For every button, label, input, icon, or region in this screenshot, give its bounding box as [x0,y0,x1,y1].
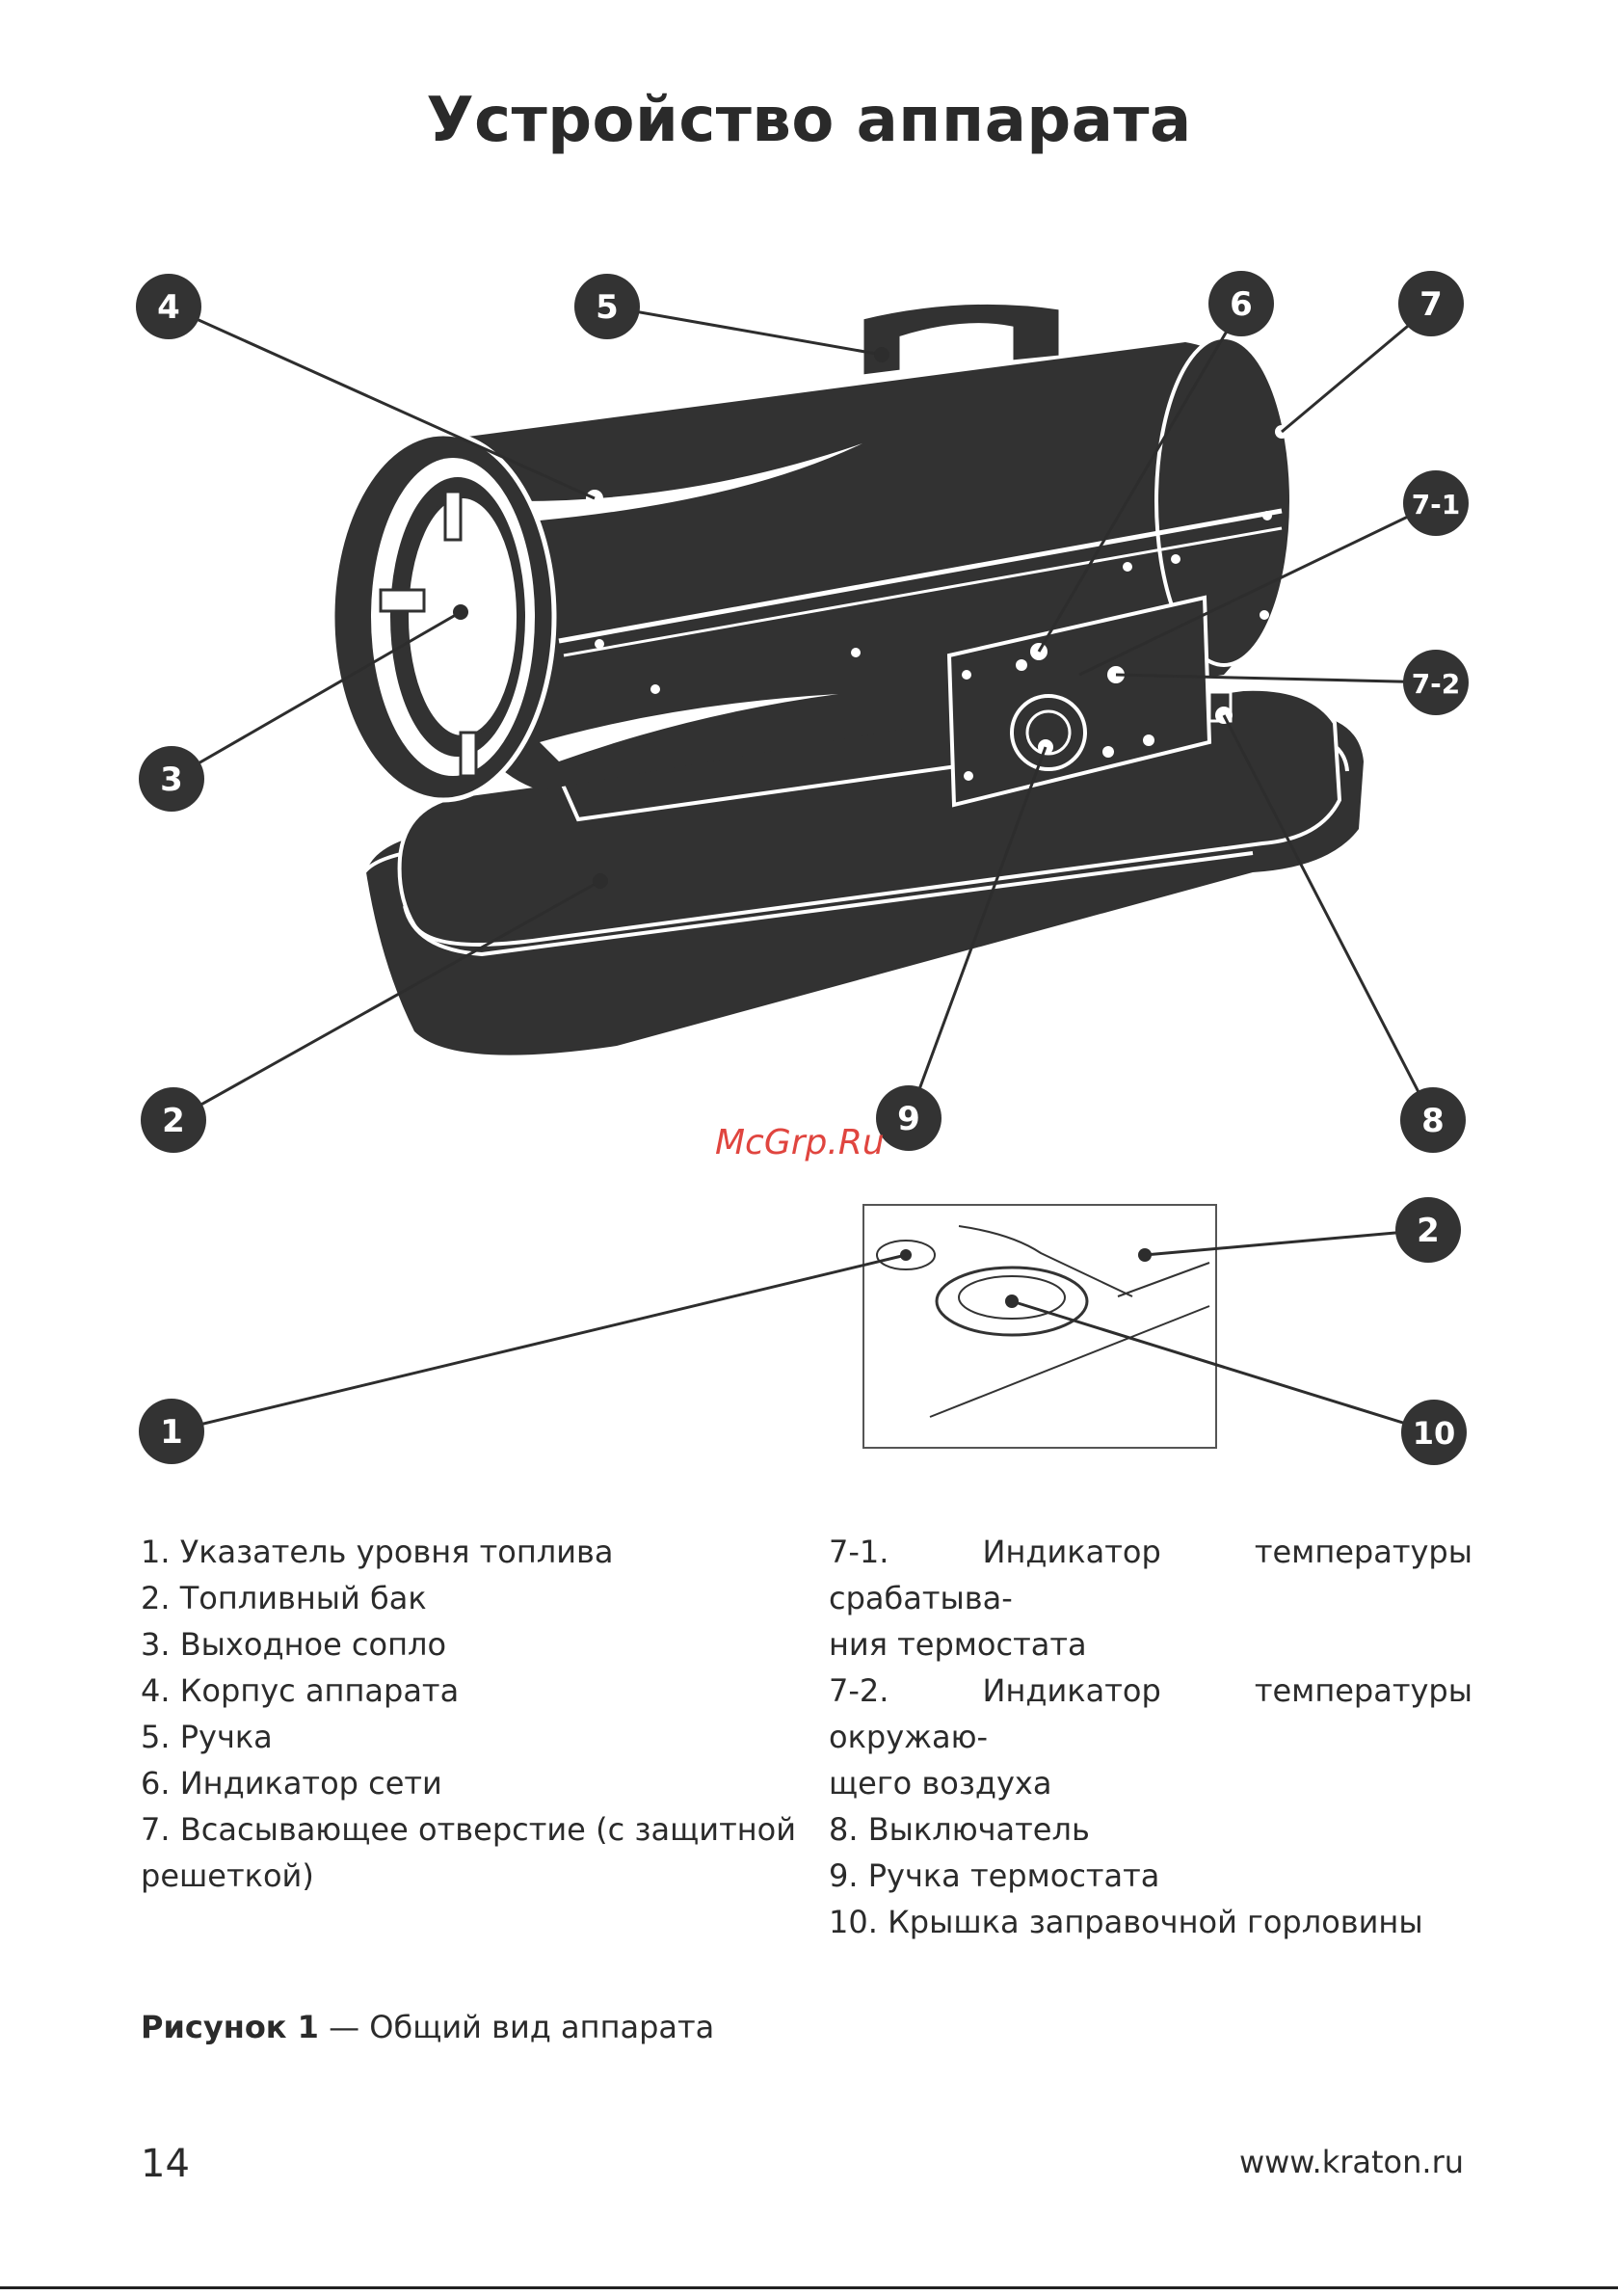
callout-9: 9 [876,1085,942,1151]
heater-diagram: 4 5 6 7 7-1 7-2 3 2 9 8 2 1 [136,271,1469,1465]
callout-8-label: 8 [1421,1102,1445,1140]
body-highlight-2 [540,694,838,761]
handle [861,301,1062,378]
callout-4-label: 4 [157,288,180,327]
legend-item-7-cont: решеткой) [141,1857,314,1894]
callout-7-2-label: 7-2 [1412,668,1461,700]
body-seam-2 [563,526,1283,657]
page-number: 14 [141,2142,190,2186]
figure-caption: Рисунок 1 — Общий вид аппарата [141,2009,714,2045]
legend-item-1: 1. Указатель уровня топлива [141,1534,614,1570]
callout-2-inset-label: 2 [1417,1212,1440,1250]
callout-9-label: 9 [897,1100,920,1138]
callout-7: 7 [1398,271,1464,336]
nozzle-bracket-top [443,490,463,542]
callout-2: 2 [141,1087,206,1153]
legend-item-3: 3. Выходное сопло [141,1626,447,1663]
callout-3: 3 [139,746,204,812]
footer-url: www.kraton.ru [1238,2144,1464,2180]
legend-item-7-2-cont: щего воздуха [829,1765,1052,1802]
callout-7-label: 7 [1419,285,1443,324]
bottom-rule [0,2286,1618,2289]
callout-10-label: 10 [1413,1415,1456,1452]
figure-caption-text: — Общий вид аппарата [318,2009,715,2045]
heater-illustration [330,301,1364,1055]
callout-7-2: 7-2 [1403,650,1469,715]
nozzle-bracket-bottom [459,731,478,778]
callout-6: 6 [1208,271,1274,336]
leader-anchors [453,347,1152,1308]
legend-item-7-1: 7-1. Индикатор температуры срабатыва- [829,1534,1472,1616]
legend-item-7: 7. Всасывающее отверстие (с защитной [141,1811,796,1848]
tank-edge [403,851,1254,957]
callout-3-label: 3 [160,761,183,799]
legend-item-2: 2. Топливный бак [141,1580,427,1616]
rivets [595,511,1272,781]
legend-item-6: 6. Индикатор сети [141,1765,442,1802]
legend-item-9: 9. Ручка термостата [829,1857,1160,1894]
callout-10: 10 [1401,1400,1467,1465]
watermark: McGrp.Ru [715,1123,885,1162]
callout-7-1-label: 7-1 [1412,489,1461,521]
figure-caption-label: Рисунок 1 [141,2009,319,2045]
page-title: Устройство аппарата [426,85,1192,156]
callout-7-1: 7-1 [1403,470,1469,536]
legend-left-column: 1. Указатель уровня топлива 2. Топливный… [141,1529,796,1899]
callout-6-label: 6 [1230,285,1253,324]
legend-item-5: 5. Ручка [141,1719,273,1755]
callout-5-label: 5 [596,288,619,327]
inset-line-3 [929,1305,1210,1418]
legend-right-column: 7-1. Индикатор температуры срабатыва- ни… [829,1529,1472,1945]
callout-1-label: 1 [160,1413,183,1452]
nozzle-bracket-left [379,588,426,613]
callout-8: 8 [1400,1087,1466,1153]
legend-item-4: 4. Корпус аппарата [141,1672,460,1709]
callout-2-inset: 2 [1395,1197,1461,1263]
callout-5: 5 [574,274,640,339]
detail-inset [862,1204,1217,1449]
legend-item-10: 10. Крышка заправочной горловины [829,1904,1423,1940]
body-seam [558,508,1283,644]
legend-item-7-1-cont: ния термостата [829,1626,1087,1663]
inset-line-2 [1117,1262,1210,1297]
control-panel [946,595,1212,808]
callout-1: 1 [139,1399,204,1464]
legend-item-7-2: 7-2. Индикатор температуры окружаю- [829,1672,1472,1755]
body-highlight [520,443,862,521]
inset-line-1 [958,1225,1133,1297]
leader-lines [168,305,1437,1434]
legend-item-8: 8. Выключатель [829,1811,1090,1848]
callout-4: 4 [136,274,201,339]
callout-2-label: 2 [162,1102,185,1140]
